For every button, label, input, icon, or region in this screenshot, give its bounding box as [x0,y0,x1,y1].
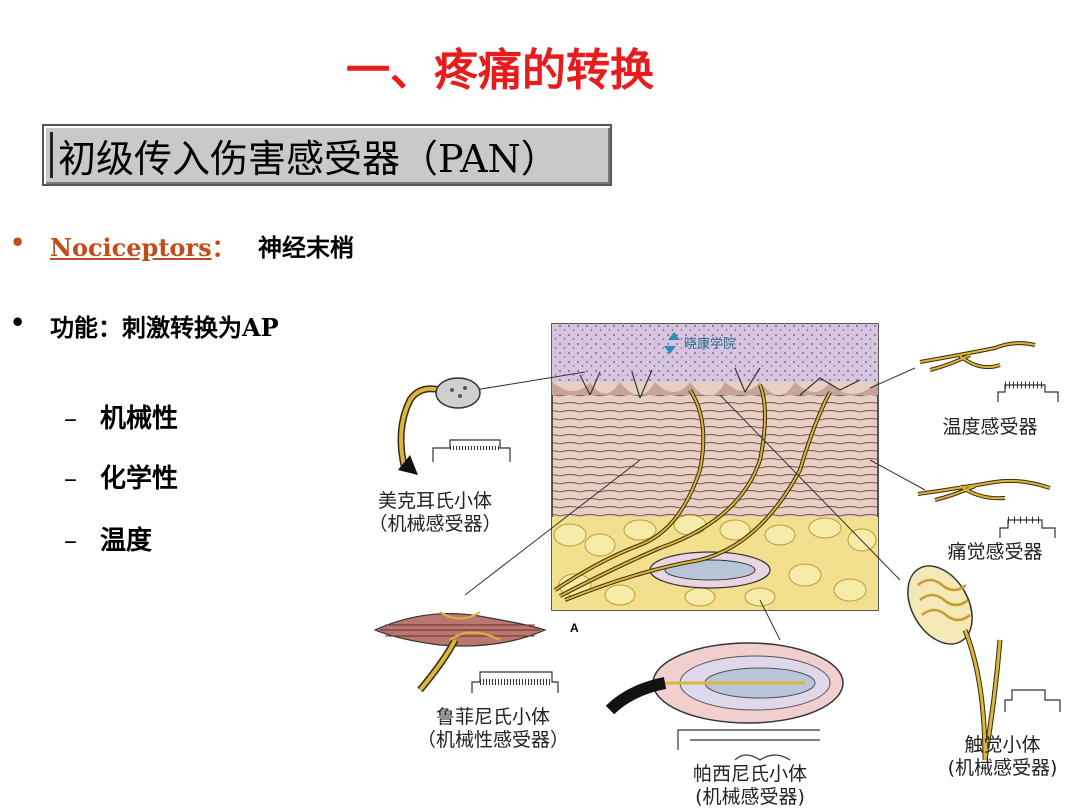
label-line: （机械感受器） [368,513,502,535]
watermark-text: 晓康学院 [684,336,736,352]
label-line: （机械性感受器） [416,729,569,751]
label-line: 温度感受器 [942,416,1038,438]
pacinian-corpuscle [605,642,844,761]
label-line: 帕西尼氏小体 [692,763,807,785]
sub-text: 温度 [100,526,153,556]
label-pain: 痛觉感受器 [930,541,1060,564]
label-line: 鲁菲尼氏小体 [435,706,550,728]
sub-text: 化学性 [100,464,179,494]
sub-item-mechanical: –机械性 [64,398,178,435]
heading-bar [50,132,53,178]
sub-item-temperature: –温度 [64,520,152,557]
label-pacini: 帕西尼氏小体 (机械感受器) [665,763,835,809]
label-line: 美克耳氏小体 [377,490,492,512]
touch-corpuscle [907,565,1061,761]
skin-cross-section [551,323,879,611]
bullet-text: 功能：刺激转换为AP [50,313,279,342]
section-heading-box: 初级传入伤害感受器（PAN） [42,124,612,186]
watermark-logo: 晓康学院 [664,332,736,354]
nociceptor-ending [917,478,1056,538]
bullet-function: • 功能：刺激转换为AP [10,308,279,343]
slide-title: 一、疼痛的转换 [346,45,654,96]
bullet-marker: • [10,228,26,257]
bullet-marker: • [10,308,26,337]
bullet-colon: ： [211,233,236,262]
thermoreceptor [919,341,1059,402]
nociceptors-link[interactable]: Nociceptors [50,233,212,262]
bullet-nociceptors: • Nociceptors： 神经末梢 [10,228,354,263]
label-line: 痛觉感受器 [947,541,1043,563]
panel-letter: A [570,621,579,635]
sub-marker: – [64,404,77,434]
label-line: (机械感受器) [947,757,1058,779]
sub-item-chemical: –化学性 [64,458,178,495]
section-heading: 初级传入伤害感受器（PAN） [58,136,559,181]
label-thermo: 温度感受器 [925,416,1055,439]
sub-marker: – [64,526,77,556]
leader-lines [464,367,926,641]
bullet-text: 神经末梢 [257,233,354,262]
sub-text: 机械性 [100,404,179,434]
label-touch: 触觉小体 (机械感受器) [930,734,1075,780]
ruffini-corpuscle [373,611,559,693]
label-ruffini: 鲁菲尼氏小体 （机械性感受器） [398,706,588,752]
sub-marker: – [64,464,77,494]
meissner-corpuscle [397,377,511,475]
label-line: (机械感受器) [695,786,805,808]
label-meissner: 美克耳氏小体 （机械感受器） [355,490,515,536]
label-line: 触觉小体 [964,734,1041,756]
